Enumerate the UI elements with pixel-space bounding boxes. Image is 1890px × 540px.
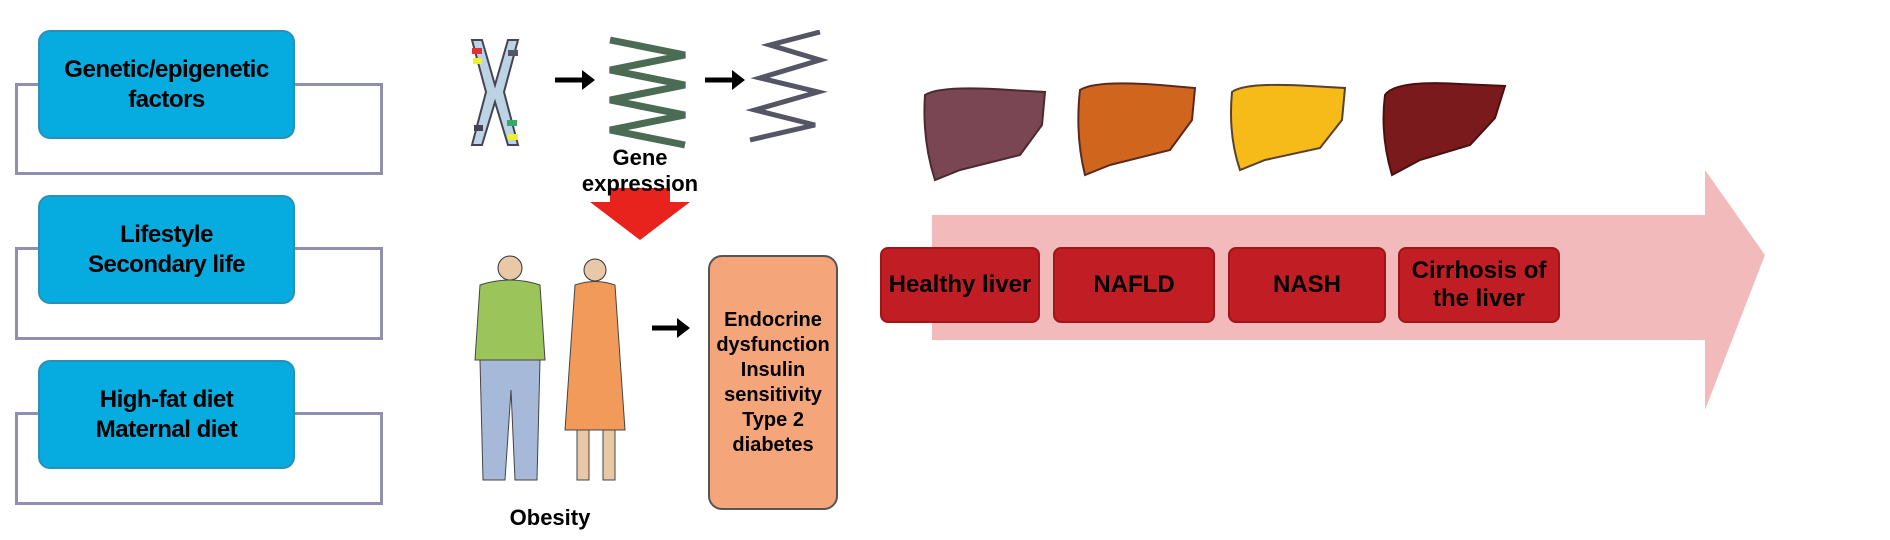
woman-figure-icon: [564, 258, 626, 481]
stage-label: Cirrhosis of the liver: [1411, 257, 1547, 312]
stage-label: NASH: [1272, 271, 1341, 298]
factor-label: High-fat diet: [99, 385, 234, 413]
nafld-liver-icon: [1077, 82, 1197, 177]
cirrhosis-liver-icon: [1382, 82, 1507, 177]
dna-helix-icon: [609, 36, 686, 149]
stage-healthy-liver: Healthy liver: [880, 247, 1040, 323]
gene-expression-illustration: [470, 30, 829, 240]
dna-strand-icon: [745, 30, 829, 143]
healthy-liver-icon: [923, 87, 1047, 182]
arrow-right-icon: [652, 318, 690, 338]
metabolic-outcomes-box: Endocrine dysfunction Insulin sensitivit…: [708, 255, 838, 510]
outcome-line: Endocrine: [724, 308, 822, 331]
arrow-right-icon: [705, 70, 745, 90]
factor-label: Secondary life: [87, 250, 246, 278]
outcome-line: diabetes: [732, 433, 814, 456]
outcome-line: Insulin: [740, 358, 806, 381]
obesity-label: Obesity: [509, 505, 591, 530]
nash-liver-icon: [1230, 83, 1347, 172]
stage-label: NAFLD: [1093, 271, 1175, 298]
factor-label: Maternal diet: [95, 415, 238, 443]
factor-label: Lifestyle: [120, 220, 213, 248]
stage-nash: NASH: [1228, 247, 1386, 323]
chromosome-icon: [470, 39, 520, 146]
outcome-line: dysfunction: [716, 333, 830, 356]
gene-expression-label: Gene expression: [581, 145, 699, 196]
down-arrow-icon: [590, 188, 690, 240]
arrow-right-icon: [555, 70, 595, 90]
stage-label: Healthy liver: [888, 271, 1032, 298]
outcome-line: Type 2: [742, 408, 804, 431]
factor-genetic: Genetic/epigenetic factors: [38, 30, 295, 139]
man-figure-icon: [474, 255, 546, 481]
obesity-illustration: [474, 255, 690, 481]
stage-nafld: NAFLD: [1053, 247, 1215, 323]
stage-cirrhosis: Cirrhosis of the liver: [1398, 247, 1560, 323]
outcome-line: sensitivity: [724, 383, 822, 406]
factor-label: Genetic/epigenetic factors: [64, 55, 269, 113]
